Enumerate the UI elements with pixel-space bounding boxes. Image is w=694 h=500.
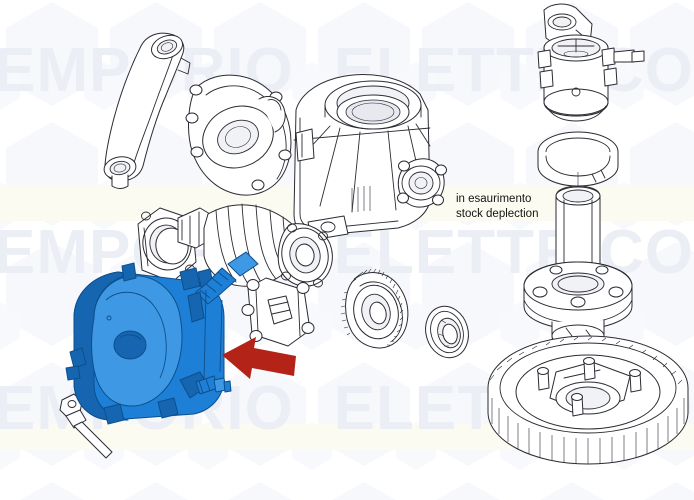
part-mount-bracket xyxy=(241,277,315,347)
part-worm-shaft-bellows xyxy=(177,203,333,288)
part-crown-gear xyxy=(487,335,689,465)
part-toothed-pulley xyxy=(340,268,409,349)
part-clamp-sleeve xyxy=(537,3,645,122)
red-arrow-icon xyxy=(222,337,296,379)
part-shaft-hub-assembly xyxy=(523,185,633,350)
stock-note-line-english: stock deplection xyxy=(456,207,539,220)
stock-note: in esaurimento stock deplection xyxy=(456,192,538,221)
part-ball-bearing xyxy=(425,305,469,359)
part-lever-arm xyxy=(103,32,191,189)
part-retaining-ring xyxy=(537,131,619,187)
part-flange-gasket xyxy=(137,207,197,283)
part-gearbox-housing-highlighted xyxy=(65,251,259,425)
stock-note-line-italian: in esaurimento xyxy=(456,193,532,205)
part-main-housing xyxy=(293,74,447,241)
part-gear-cover-plate xyxy=(185,74,292,196)
